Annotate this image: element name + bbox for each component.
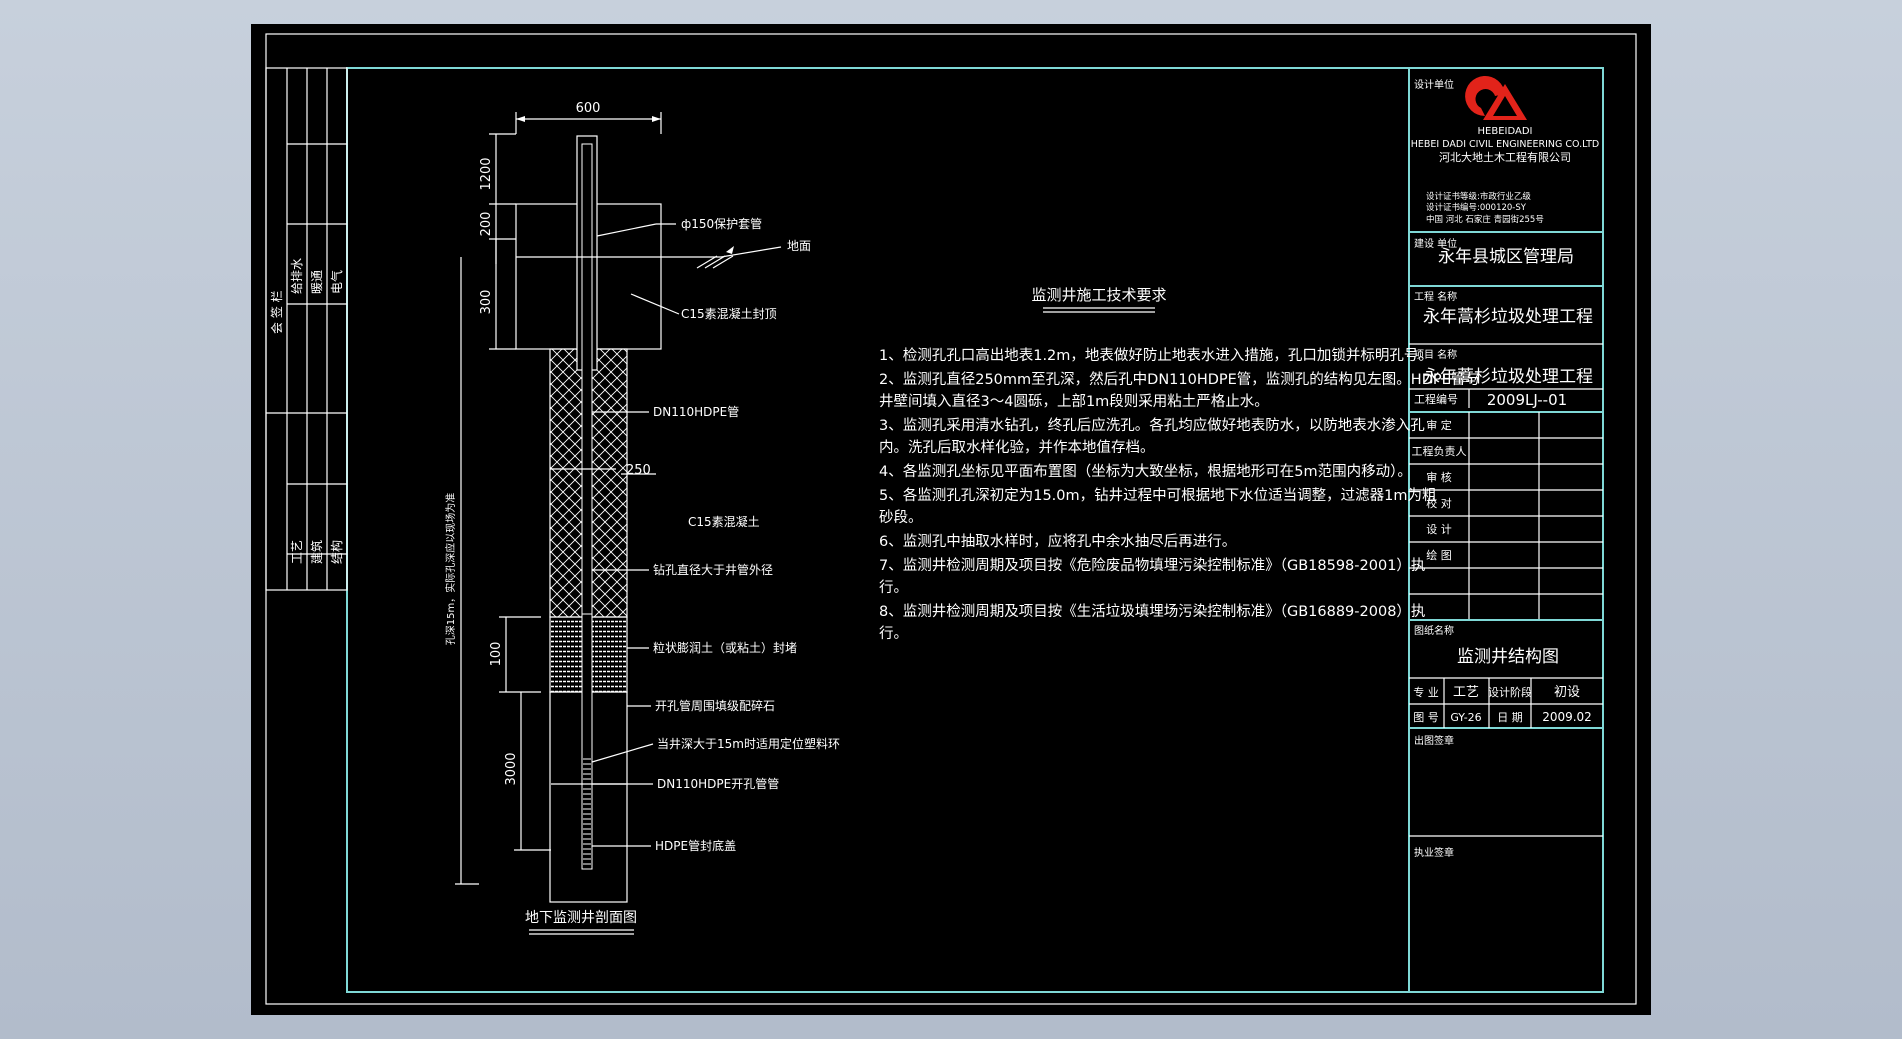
label-cap-seal: C15素混凝土封顶 [681,306,777,321]
dim-depth-note: 孔深15m，实际孔深应以现场为准 [444,493,457,645]
note-line: 7、监测井检测周期及项目按《危险废品物填埋污染控制标准》（GB18598-200… [879,557,1425,574]
note-line: 8、监测井检测周期及项目按《生活垃圾填埋场污染控制标准》（GB16889-200… [879,603,1425,620]
sign-hvac: 暖通 [310,270,324,294]
role-check: 校 对 [1426,496,1452,510]
company-abbr: HEBEIDADI [1478,126,1533,137]
label-gravel: 开孔管周围填级配碎石 [655,698,775,713]
dim-3000: 3000 [504,752,519,785]
stage-value: 初设 [1554,685,1580,700]
drawing-sheet: 会 签 栏 给排水 暖通 电气 工艺 建筑 结构 600 1200 200 30… [251,24,1651,1015]
note-line: 2、监测孔直径250mm至孔深，然后孔中DN110HDPE管，监测孔的结构见左图… [879,371,1480,388]
note-line: 内。洗孔后取水样化验，并作本地值存档。 [879,439,1155,456]
note-line: 1、检测孔孔口高出地表1.2m，地表做好防止地表水进入措施，孔口加锁并标明孔号。 [879,347,1433,364]
label-hdpe-pipe: DN110HDPE管 [653,404,739,419]
project-name: 永年蒿杉垃圾处理工程 [1423,307,1593,327]
screen-slots [583,758,591,865]
dim-100: 100 [489,642,504,667]
label-guard-pipe: ф150保护套管 [681,216,762,231]
sign-structure: 结构 [329,540,344,564]
date-value: 2009.02 [1542,710,1592,724]
dim-width: 600 [576,101,601,116]
sign-architecture: 建筑 [309,540,324,564]
label-concrete: C15素混凝土 [688,514,760,529]
role-draft: 绘 图 [1426,548,1452,562]
dim-1200: 1200 [479,157,494,190]
company-address: 中国 河北 石家庄 青园街255号 [1426,214,1544,225]
role-review: 审 核 [1426,470,1452,484]
discipline-value: 工艺 [1453,685,1479,700]
discipline-label: 专 业 [1413,685,1439,699]
well-section-diagram: 600 1200 200 300 孔深15m，实际孔深应以现场为准 100 30… [444,101,840,935]
dim-200: 200 [479,212,494,237]
project-label: 工程 名称 [1414,290,1457,303]
cert-grade: 设计证书等级:市政行业乙级 [1426,191,1531,202]
drawing-name-label: 图纸名称 [1414,624,1454,637]
sign-electric: 电气 [329,270,344,294]
label-screen-pipe: DN110HDPE开孔管管 [657,776,779,791]
label-clay-seal: 粒状膨润土（或粘土）封堵 [653,640,797,655]
note-line: 砂段。 [879,509,923,526]
signature-strip: 会 签 栏 给排水 暖通 电气 工艺 建筑 结构 [265,67,348,591]
client-label: 建设 单位 [1414,237,1457,250]
company-logo-icon [1465,76,1527,120]
client-name: 永年县城区管理局 [1438,247,1574,267]
note-line: 井壁间填入直径3～4圆砾，上部1m段则采用粘土严格止水。 [879,393,1269,410]
sign-process: 工艺 [290,540,304,564]
drawing-name: 监测井结构图 [1457,647,1559,667]
cad-drawing: 会 签 栏 给排水 暖通 电气 工艺 建筑 结构 600 1200 200 30… [265,33,1637,1005]
notes-title: 监测井施工技术要求 [1031,286,1166,304]
note-line: 行。 [879,579,908,596]
section-title: 地下监测井剖面图 [525,910,637,926]
project-no-label: 工程编号 [1414,392,1458,406]
company-en: HEBEI DADI CIVIL ENGINEERING CO.LTD [1411,139,1599,150]
company-cn: 河北大地土木工程有限公司 [1439,150,1571,164]
note-line: 4、各监测孔坐标见平面布置图（坐标为大致坐标，根据地形可在5m范围内移动）。 [879,463,1412,480]
note-line: 5、各监测孔孔深初定为15.0m，钻井过程中可根据地下水位适当调整，过滤器1m为… [879,487,1436,504]
role-design: 设 计 [1426,523,1452,536]
item-label: 项目 名称 [1414,348,1457,361]
label-ring: 当井深大于15m时适用定位塑料环 [657,736,840,751]
note-line: 3、监测孔采用清水钻孔，终孔后应洗孔。各孔均应做好地表防水，以防地表水渗入孔 [879,416,1425,434]
drawing-number: GY-26 [1450,711,1481,724]
date-label: 日 期 [1497,711,1523,724]
label-bore-diameter: 钻孔直径大于井管外径 [653,562,773,577]
dim-300: 300 [479,290,494,315]
sign-plumbing: 给排水 [290,258,304,294]
title-block: 设计单位 HEBEIDADI HEBEI DADI CIVIL ENGINEER… [1409,76,1603,859]
item-name: 永年蒿杉垃圾处理工程 [1423,367,1593,387]
note-line: 行。 [879,625,908,642]
dim-250: 250 [626,463,651,478]
issue-sign-label: 出图签章 [1414,734,1454,747]
design-unit-label: 设计单位 [1414,78,1454,91]
cert-number: 设计证书编号:000120-SY [1426,202,1527,213]
stage-label: 设计阶段 [1488,685,1532,699]
drawing-no-label: 图 号 [1413,711,1439,724]
project-number: 2009LJ--01 [1487,391,1567,409]
note-line: 6、监测孔中抽取水样时，应将孔中余水抽尽后再进行。 [879,532,1236,550]
label-bottom-cap: HDPE管封底盖 [655,838,736,853]
sign-strip-title: 会 签 栏 [269,290,284,334]
label-ground: 地面 [787,239,811,253]
notes-block: 监测井施工技术要求 1、检测孔孔口高出地表1.2m，地表做好防止地表水进入措施，… [879,286,1480,642]
role-approve: 审 定 [1426,418,1452,432]
role-project-lead: 工程负责人 [1412,444,1467,458]
license-sign-label: 执业签章 [1414,846,1454,859]
